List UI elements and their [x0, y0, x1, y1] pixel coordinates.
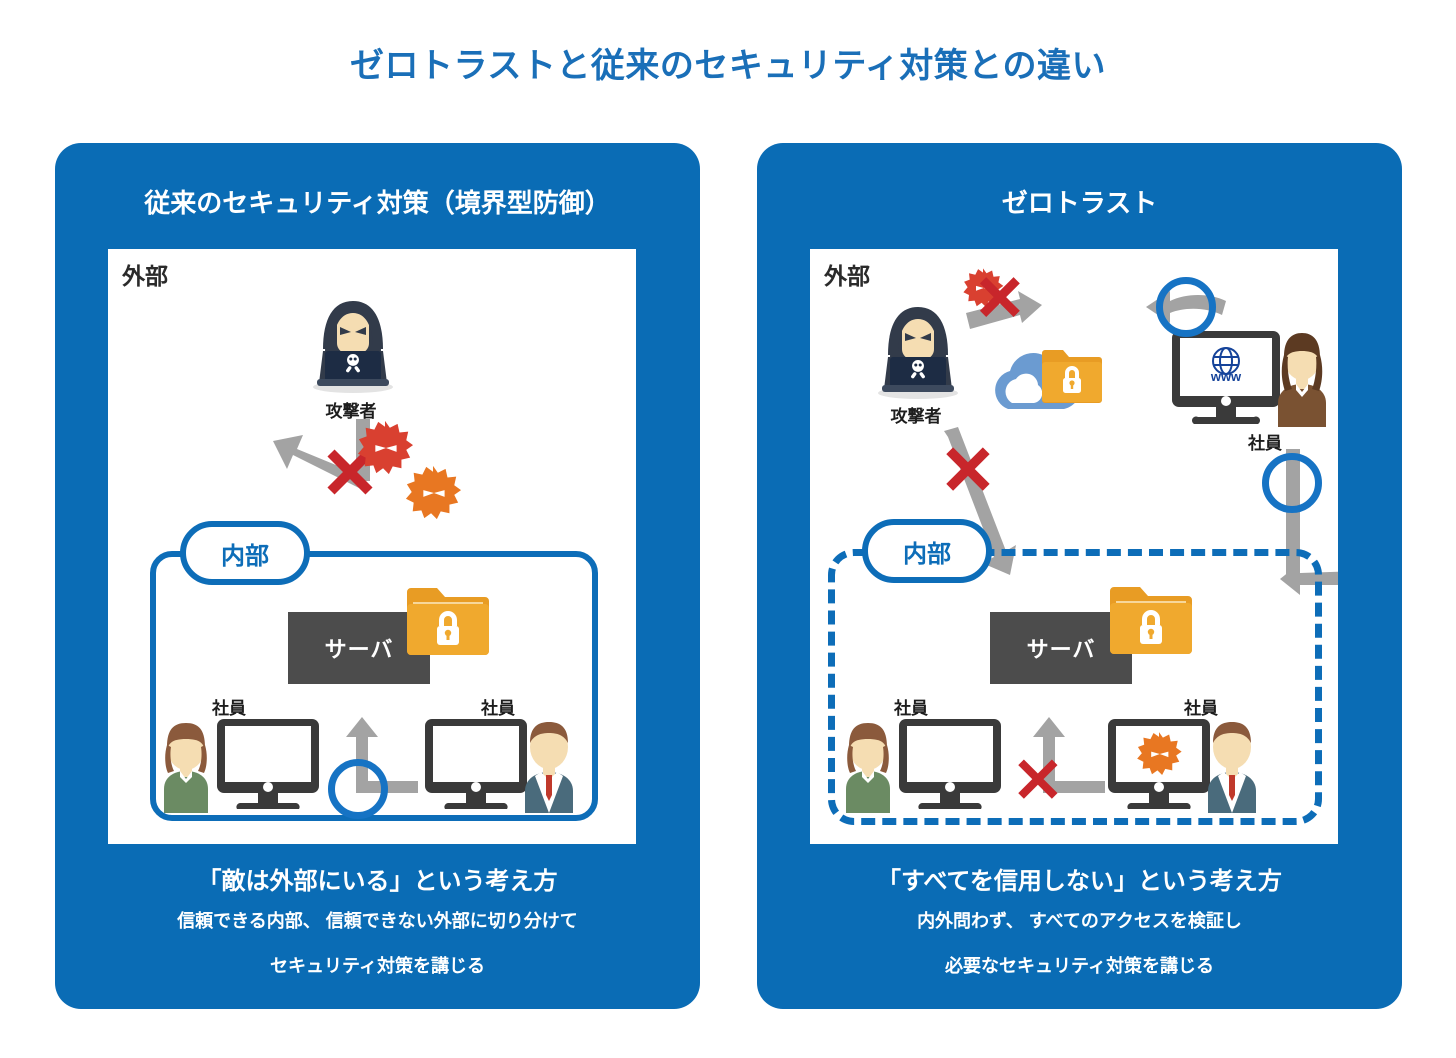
- caption-sub1-zerotrust: 内外問わず、 すべてのアクセスを検証し: [917, 911, 1242, 931]
- stage-label-external-right: 外部: [824, 263, 870, 289]
- verified-circle-side-right: [1262, 453, 1322, 513]
- stage-zerotrust: 外部 攻撃者: [810, 249, 1338, 844]
- caption-sub2-zerotrust: 必要なセキュリティ対策を講じる: [945, 956, 1214, 976]
- internal-zone-border-left: [150, 551, 598, 821]
- employee-label-left-2: 社員: [481, 699, 515, 718]
- caption-sub1-traditional: 信頼できる内部、 信頼できない外部に切り分けて: [177, 911, 578, 931]
- employee-avatar-remote-right: [1272, 327, 1332, 427]
- x-mark-lateral-blocked-right: [1014, 757, 1060, 803]
- employee-label-right-1: 社員: [894, 699, 928, 718]
- employee-label-right-2: 社員: [1184, 699, 1218, 718]
- locked-folder-icon-right: [1106, 581, 1196, 659]
- allowed-circle-left: [328, 759, 388, 819]
- monitor-icon-left-2: [421, 715, 531, 815]
- monitor-icon-left-1: [213, 715, 323, 815]
- monitor-icon-remote-right: www: [1168, 327, 1284, 431]
- monitor-icon-infected-right: [1104, 715, 1214, 815]
- virus-icon-orange-left: [404, 464, 462, 522]
- locked-folder-icon-left: [403, 582, 493, 660]
- attacker-label-right: 攻撃者: [890, 407, 942, 426]
- x-mark-blocked-internal-right: [942, 445, 992, 495]
- attacker-label-left: 攻撃者: [325, 402, 377, 421]
- employee-label-remote-right: 社員: [1248, 434, 1282, 453]
- verified-circle-top-right: [1156, 277, 1216, 337]
- attacker-icon-left: [303, 291, 399, 393]
- employee-avatar-male-right: [1202, 717, 1262, 813]
- caption-main-traditional: 「敵は外部にいる」という考え方: [197, 868, 558, 895]
- caption-sub2-traditional: セキュリティ対策を講じる: [270, 956, 485, 976]
- internal-zone-badge-right: 内部: [862, 519, 992, 583]
- employee-avatar-female-left: [156, 717, 216, 813]
- server-box-right: サーバ: [990, 612, 1132, 684]
- x-mark-blocked-cloud-right: [976, 275, 1022, 321]
- browser-www-glyph: www: [1210, 369, 1242, 384]
- internal-zone-badge-left: 内部: [180, 521, 310, 585]
- blocked-cloud-arrow-right: [960, 291, 1070, 347]
- panel-zero-trust: ゼロトラスト 外部: [757, 143, 1402, 1009]
- employee-label-left-1: 社員: [212, 699, 246, 718]
- page-title: ゼロトラストと従来のセキュリティ対策との違い: [350, 47, 1106, 85]
- cloud-storage-icon-right: [988, 337, 1118, 421]
- virus-icon-red-left: [356, 419, 414, 477]
- employee-avatar-female-right: [838, 717, 898, 813]
- stage-traditional: 外部: [108, 249, 636, 844]
- monitor-icon-right-1: [895, 715, 1005, 815]
- attacker-icon-right: [868, 297, 964, 399]
- panel-title-zerotrust: ゼロトラスト: [1001, 188, 1158, 218]
- stage-label-external-left: 外部: [122, 263, 168, 289]
- server-box-left: サーバ: [288, 612, 430, 684]
- panel-traditional-security: 従来のセキュリティ対策（境界型防御） 外部: [55, 143, 700, 1009]
- internal-zone-border-right: [828, 549, 1322, 825]
- employee-avatar-male-left: [519, 717, 579, 813]
- caption-main-zerotrust: 「すべてを信用しない」という考え方: [877, 868, 1282, 895]
- lateral-access-arrow-right: [1023, 715, 1113, 801]
- panel-title-traditional: 従来のセキュリティ対策（境界型防御）: [144, 188, 611, 218]
